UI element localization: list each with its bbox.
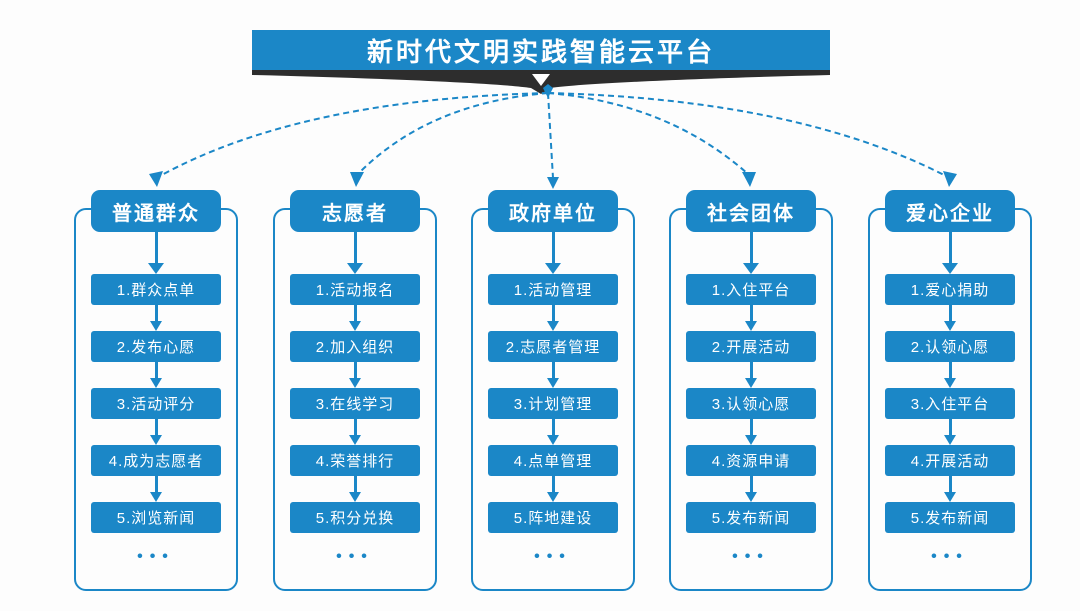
step-box: 5.浏览新闻 <box>91 502 221 533</box>
arrow-down-icon <box>545 232 561 274</box>
ellipsis: ••• <box>931 548 969 565</box>
step-box: 2.志愿者管理 <box>488 331 618 362</box>
column-header: 社会团体 <box>686 190 816 232</box>
arrow-down-icon <box>547 419 559 445</box>
step-box: 2.认领心愿 <box>885 331 1015 362</box>
step-box: 5.阵地建设 <box>488 502 618 533</box>
connector-arrows-icon <box>149 84 957 189</box>
ellipsis: ••• <box>336 548 374 565</box>
step-box: 1.入住平台 <box>686 274 816 305</box>
column-caring-enterprise: 爱心企业 1.爱心捐助 2.认领心愿 3.入住平台 4.开展活动 5.发布新闻 … <box>868 190 1032 591</box>
arrow-down-icon <box>745 362 757 388</box>
arrow-down-icon <box>349 362 361 388</box>
step-box: 1.活动管理 <box>488 274 618 305</box>
platform-title-banner: 新时代文明实践智能云平台 <box>252 30 830 70</box>
column-header: 志愿者 <box>290 190 420 232</box>
column-ordinary-public: 普通群众 1.群众点单 2.发布心愿 3.活动评分 4.成为志愿者 5.浏览新闻… <box>74 190 238 591</box>
column-header: 普通群众 <box>91 190 221 232</box>
arrow-down-icon <box>148 232 164 274</box>
step-box: 2.开展活动 <box>686 331 816 362</box>
column-social-group: 社会团体 1.入住平台 2.开展活动 3.认领心愿 4.资源申请 5.发布新闻 … <box>669 190 833 591</box>
arrow-down-icon <box>745 476 757 502</box>
ellipsis: ••• <box>732 548 770 565</box>
arrow-down-icon <box>347 232 363 274</box>
step-box: 4.点单管理 <box>488 445 618 476</box>
arrow-down-icon <box>942 232 958 274</box>
step-box: 4.开展活动 <box>885 445 1015 476</box>
step-box: 4.荣誉排行 <box>290 445 420 476</box>
arrow-down-icon <box>150 419 162 445</box>
arrow-down-icon <box>547 305 559 331</box>
column-government: 政府单位 1.活动管理 2.志愿者管理 3.计划管理 4.点单管理 5.阵地建设… <box>471 190 635 591</box>
arrow-down-icon <box>944 362 956 388</box>
step-box: 3.在线学习 <box>290 388 420 419</box>
step-box: 3.认领心愿 <box>686 388 816 419</box>
arrow-down-icon <box>150 305 162 331</box>
arrow-down-icon <box>547 476 559 502</box>
arrow-down-icon <box>150 362 162 388</box>
column-header: 爱心企业 <box>885 190 1015 232</box>
ellipsis: ••• <box>534 548 572 565</box>
step-box: 1.爱心捐助 <box>885 274 1015 305</box>
column-volunteer: 志愿者 1.活动报名 2.加入组织 3.在线学习 4.荣誉排行 5.积分兑换 •… <box>273 190 437 591</box>
arrow-down-icon <box>150 476 162 502</box>
platform-title: 新时代文明实践智能云平台 <box>366 36 715 67</box>
arrow-down-icon <box>547 362 559 388</box>
step-box: 1.群众点单 <box>91 274 221 305</box>
step-box: 4.成为志愿者 <box>91 445 221 476</box>
arrow-down-icon <box>349 305 361 331</box>
arrow-down-icon <box>743 232 759 274</box>
arrow-down-icon <box>745 305 757 331</box>
column-header: 政府单位 <box>488 190 618 232</box>
step-box: 3.计划管理 <box>488 388 618 419</box>
arrow-down-icon <box>745 419 757 445</box>
arrow-down-icon <box>944 305 956 331</box>
arrow-down-icon <box>944 419 956 445</box>
step-box: 5.发布新闻 <box>885 502 1015 533</box>
arrow-down-icon <box>349 419 361 445</box>
ellipsis: ••• <box>137 548 175 565</box>
arrow-down-icon <box>349 476 361 502</box>
step-box: 3.入住平台 <box>885 388 1015 419</box>
step-box: 5.发布新闻 <box>686 502 816 533</box>
step-box: 1.活动报名 <box>290 274 420 305</box>
ribbon-arrow-icon <box>252 70 830 94</box>
step-box: 5.积分兑换 <box>290 502 420 533</box>
step-box: 2.加入组织 <box>290 331 420 362</box>
step-box: 3.活动评分 <box>91 388 221 419</box>
step-box: 4.资源申请 <box>686 445 816 476</box>
step-box: 2.发布心愿 <box>91 331 221 362</box>
arrow-down-icon <box>944 476 956 502</box>
